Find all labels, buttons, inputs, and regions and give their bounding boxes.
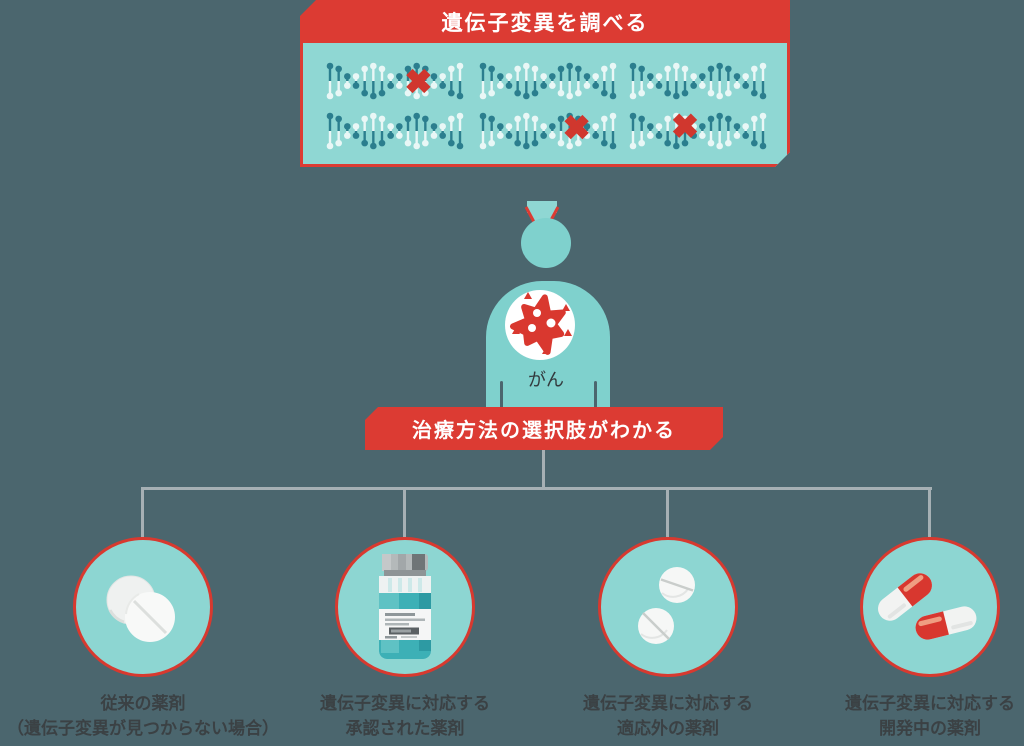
person-head <box>521 218 571 268</box>
option-circle-offlabel-drug <box>598 537 738 677</box>
connector-drop-1 <box>141 487 144 537</box>
cancer-label: がん <box>528 370 564 390</box>
cancer-cell-icon <box>510 292 572 355</box>
treatment-banner-label: 治療方法の選択肢がわかる <box>412 420 676 442</box>
genetic-test-banner-label: 遺伝子変異を調べる <box>441 11 649 35</box>
connector-horizontal <box>141 487 932 490</box>
round-tablets-icon <box>638 567 695 644</box>
dna-panel <box>300 43 790 167</box>
capsules-icon <box>878 573 977 640</box>
option-circle-conventional-drug <box>73 537 213 677</box>
option-label-offlabel-drug: 遺伝子変異に対応する 適応外の薬剤 <box>583 694 753 738</box>
medicine-bottle-icon <box>379 554 431 659</box>
treatment-banner: 治療方法の選択肢がわかる <box>365 407 723 450</box>
person-arm-notch-right <box>594 381 597 407</box>
cancer-cell-badge <box>505 290 575 360</box>
connector-drop-2 <box>403 487 406 537</box>
option-label-approved-drug: 遺伝子変異に対応する 承認された薬剤 <box>320 694 490 738</box>
option-label-conventional-drug: 従来の薬剤 （遺伝子変異が見つからない場合） <box>7 694 279 738</box>
option-circle-development-drug <box>860 537 1000 677</box>
round-tablets-overlapping-icon <box>106 575 175 642</box>
person-arm-notch-left <box>500 381 503 407</box>
connector-drop-3 <box>666 487 669 537</box>
genetic-test-banner: 遺伝子変異を調べる <box>300 0 790 43</box>
dna-helix-icon <box>303 43 787 164</box>
connector-stub <box>542 450 545 488</box>
option-label-development-drug: 遺伝子変異に対応する 開発中の薬剤 <box>845 694 1015 738</box>
connector-drop-4 <box>928 487 931 537</box>
option-circle-approved-drug <box>335 537 475 677</box>
